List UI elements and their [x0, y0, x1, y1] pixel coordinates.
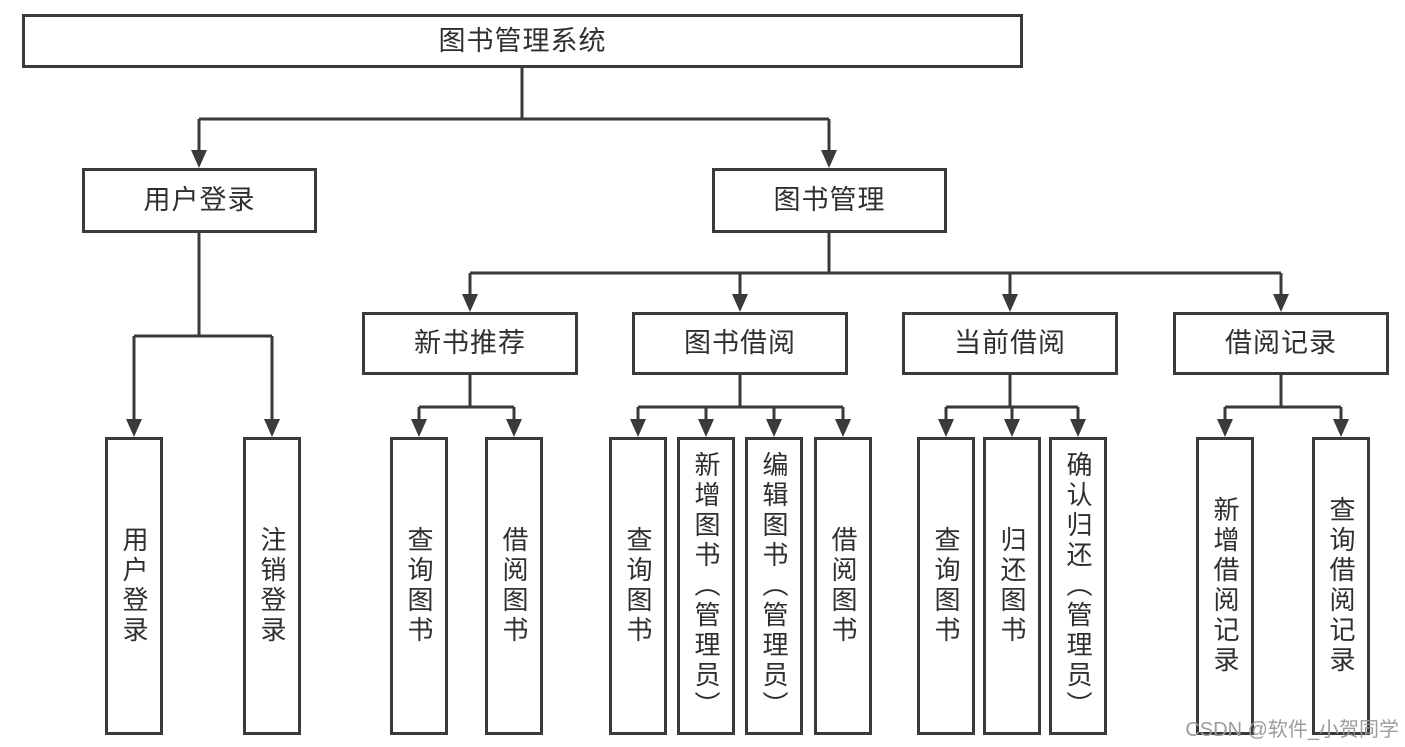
node-label: 用户登录	[143, 185, 256, 215]
node-label: 图书管理	[773, 185, 886, 215]
leaf-query-books-current: 查询图书	[917, 437, 975, 735]
leaf-confirm-return-admin: 确认归还（管理员）	[1049, 437, 1107, 735]
node-label: 查询图书	[931, 526, 961, 646]
node-label: 借阅图书	[828, 526, 858, 646]
node-label: 新书推荐	[414, 328, 526, 358]
node-book-management-branch: 图书管理	[712, 168, 947, 233]
leaf-query-books-borrowing: 查询图书	[609, 437, 667, 735]
leaf-borrow-books-recommend: 借阅图书	[485, 437, 543, 735]
node-label: 查询图书	[404, 526, 434, 646]
leaf-logout: 注销登录	[243, 437, 301, 735]
node-label: 查询图书	[623, 526, 653, 646]
node-label: 归还图书	[997, 526, 1027, 646]
leaf-borrow-books: 借阅图书	[814, 437, 872, 735]
leaf-return-books: 归还图书	[983, 437, 1041, 735]
node-new-book-recommend: 新书推荐	[362, 312, 578, 375]
node-borrowing-records: 借阅记录	[1173, 312, 1389, 375]
csdn-watermark: CSDN @软件_小贺同学	[1185, 719, 1399, 741]
leaf-query-books-recommend: 查询图书	[390, 437, 448, 735]
leaf-query-borrow-record: 查询借阅记录	[1312, 437, 1370, 735]
node-label: 用户登录	[119, 526, 149, 646]
node-label: 确认归还（管理员）	[1063, 451, 1093, 721]
node-user-login-branch: 用户登录	[82, 168, 317, 233]
node-label: 图书管理系统	[438, 25, 607, 56]
leaf-add-borrow-record: 新增借阅记录	[1196, 437, 1254, 735]
node-label: 编辑图书（管理员）	[759, 451, 789, 721]
node-label: 借阅图书	[499, 526, 529, 646]
node-label: 新增图书（管理员）	[691, 451, 721, 721]
node-label: 新增借阅记录	[1210, 496, 1240, 676]
node-current-borrowing: 当前借阅	[902, 312, 1118, 375]
leaf-user-login: 用户登录	[105, 437, 163, 735]
node-label: 图书借阅	[684, 328, 796, 358]
node-book-borrowing: 图书借阅	[632, 312, 848, 375]
node-label: 注销登录	[257, 526, 287, 646]
leaf-add-books-admin: 新增图书（管理员）	[677, 437, 735, 735]
node-label: 查询借阅记录	[1326, 496, 1356, 676]
node-root-system: 图书管理系统	[22, 14, 1023, 68]
leaf-edit-books-admin: 编辑图书（管理员）	[745, 437, 803, 735]
node-label: 当前借阅	[954, 328, 1066, 358]
node-label: 借阅记录	[1225, 328, 1337, 358]
